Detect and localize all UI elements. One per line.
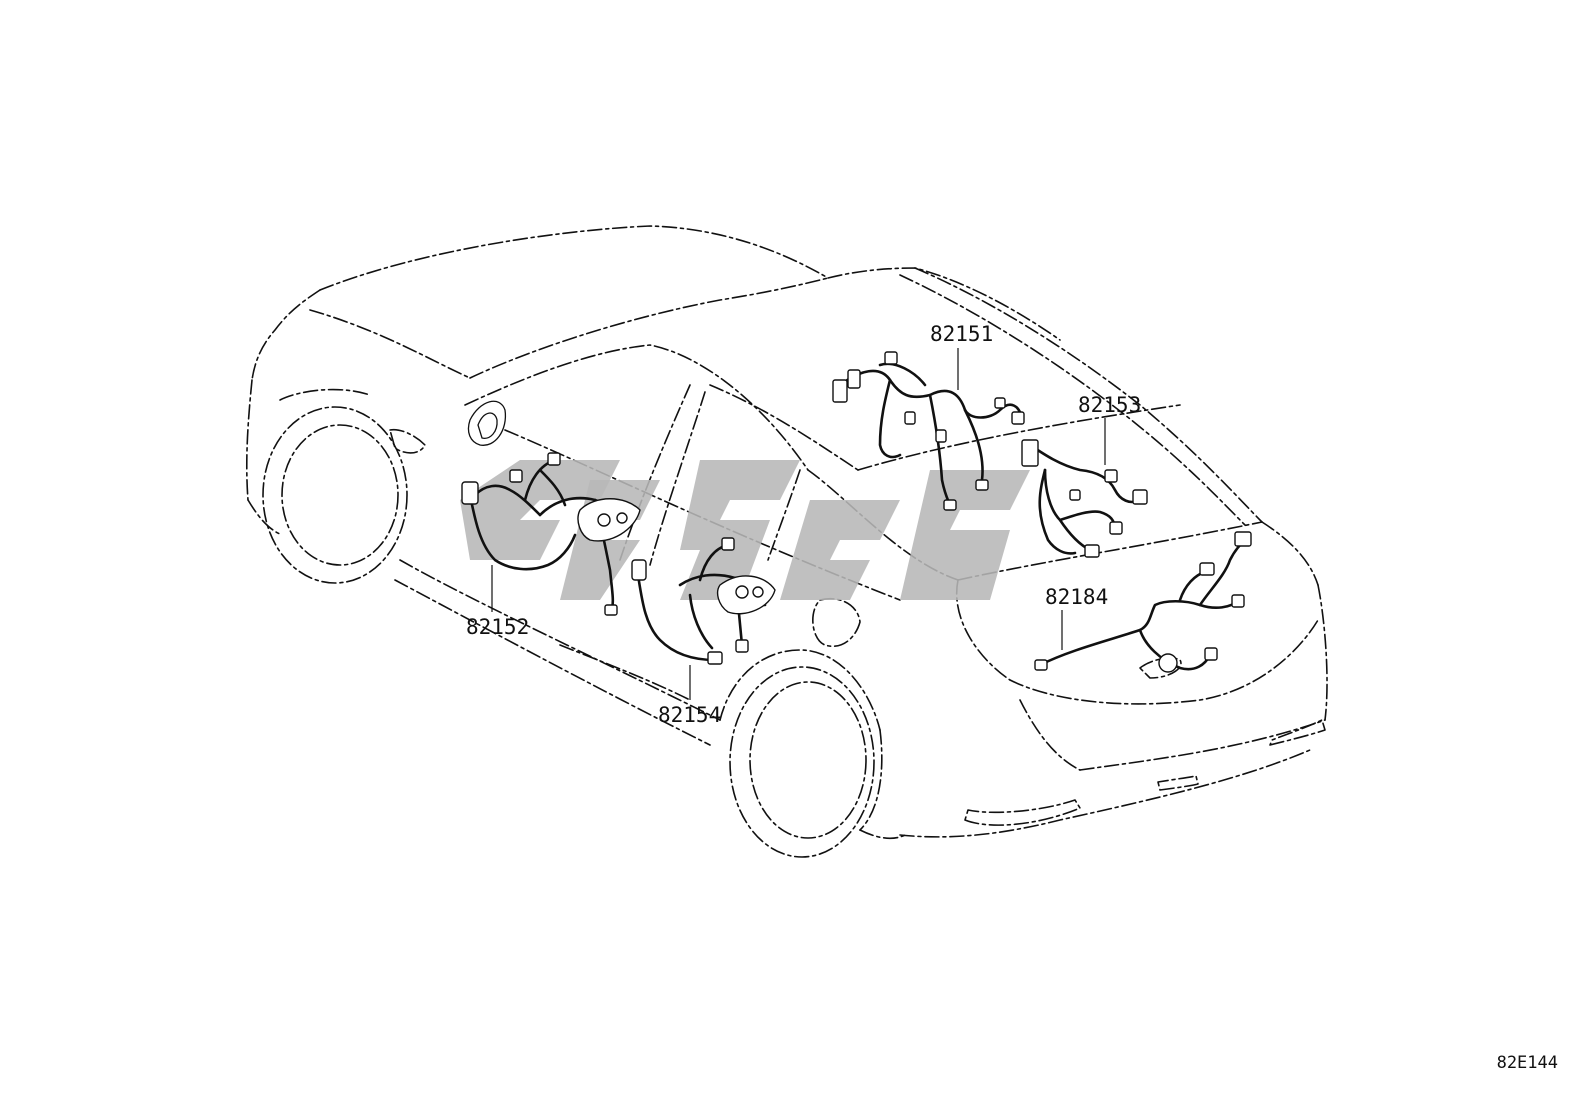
harness-82184 (1034, 531, 1252, 673)
diagram-reference-id: 82E144 (1496, 1053, 1558, 1073)
part-label-82184: 82184 (1045, 585, 1108, 609)
part-label-82151: 82151 (930, 322, 993, 346)
part-label-82154: 82154 (658, 703, 721, 727)
leader-lines (491, 348, 1106, 700)
part-label-82152: 82152 (466, 615, 529, 639)
harness-82154 (631, 537, 776, 665)
harness-82151 (832, 351, 1025, 511)
harness-82153 (1021, 439, 1148, 558)
part-label-82153: 82153 (1078, 393, 1141, 417)
watermark-logo (460, 460, 1030, 600)
car-body-outline (245, 225, 1328, 858)
harness-82152 (461, 452, 641, 616)
